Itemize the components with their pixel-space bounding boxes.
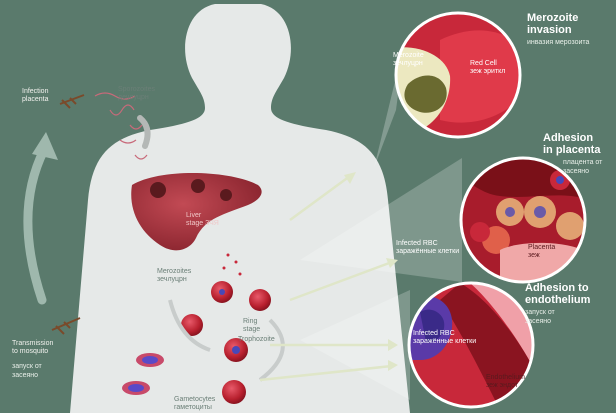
label-infected-rbc-placenta: Infected RBC заражённые клетки — [396, 240, 459, 256]
heading-adhesion-placenta-sub: плацента от засеяно — [563, 158, 602, 176]
label-transmission: Transmission to mosquito — [12, 340, 53, 356]
label-endothelium: Endothelium зеж эндот — [486, 374, 525, 390]
heading-merozoite-invasion-sub: инвазия мерозоита — [527, 38, 589, 47]
liver-cell-3 — [220, 189, 232, 201]
label-sporozoites: Sporozoites дечлуцрн — [118, 86, 155, 102]
label-infection: Infection placenta — [22, 88, 48, 104]
heading-adhesion-endothelium: Adhesion to endothelium — [525, 282, 590, 306]
heading-adhesion-placenta: Adhesion in placenta — [543, 132, 600, 156]
liver-cell-2 — [191, 179, 205, 193]
label-infected-rbc-endothelium: Infected RBC заражённые клетки — [413, 330, 476, 346]
label-transmission-sub: запуск от засеяно — [12, 362, 42, 380]
heading-adhesion-endothelium-sub: запуск от засеяно — [525, 308, 555, 326]
label-merozoites: Merozoites зечлуцрн — [157, 268, 191, 284]
label-liver: Liver stage ЗЧЯ — [186, 212, 219, 228]
label-placenta: Placenta зеж — [528, 244, 555, 260]
label-gametocytes: Gametocytes гаметоциты — [174, 396, 215, 412]
label-merozoite-inset: Merozoite зечлуцрн — [393, 52, 424, 68]
heading-merozoite-invasion: Merozoite invasion — [527, 12, 578, 36]
liver-cell-1 — [150, 182, 166, 198]
label-trophozoite: Trophozoite — [238, 336, 275, 344]
label-red-cell: Red Cell зеж эриткл — [470, 60, 505, 76]
label-ring-stage: Ring stage — [243, 318, 260, 334]
